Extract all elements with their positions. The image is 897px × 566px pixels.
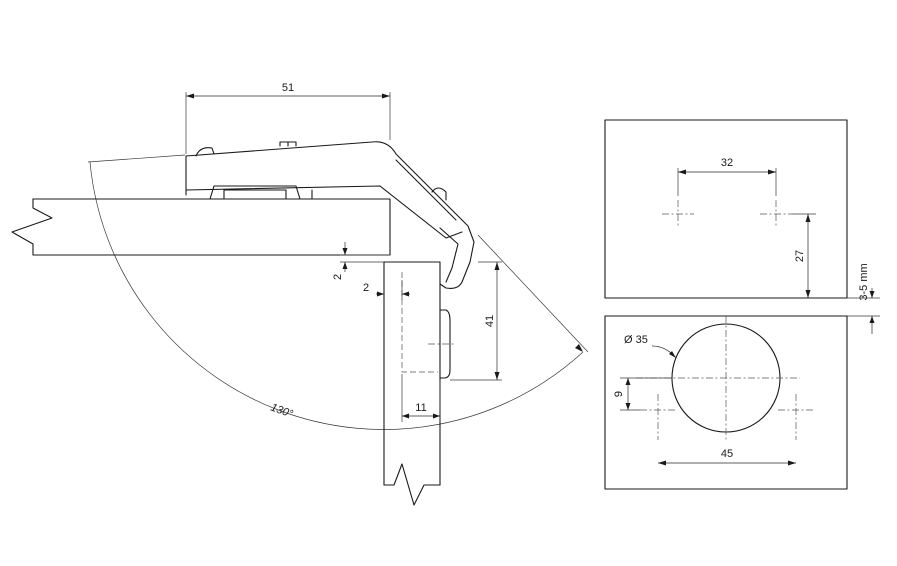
panel-break-line	[11, 198, 53, 256]
opening-arc-130	[89, 161, 584, 430]
overlay-dimension: 3-5 mm	[847, 263, 880, 334]
dim-51-label: 51	[282, 82, 294, 94]
cup-diameter-label: Ø 35	[624, 334, 648, 346]
door-boring-view: Ø 35 9 45	[604, 315, 848, 490]
dim-9-label: 9	[613, 391, 625, 397]
plate-panel	[604, 119, 848, 299]
horizontal-panel	[32, 198, 391, 256]
vertical-door-panel	[383, 261, 441, 486]
dim-45-label: 45	[721, 448, 733, 460]
hinge-arm	[185, 141, 475, 289]
dim-11-label: 11	[415, 402, 426, 414]
dim-27-label: 27	[794, 250, 806, 262]
dim-2-vertical-label: 2	[332, 274, 344, 280]
door-break-line	[383, 463, 441, 506]
plate-hole-view: 32 27	[604, 119, 848, 299]
dim-2-horizontal-label: 2	[363, 282, 369, 294]
dim-32-label: 32	[721, 157, 733, 169]
hinge-cup-hidden	[401, 272, 438, 373]
overlay-range-label: 3-5 mm	[858, 263, 870, 300]
mounting-plate	[209, 185, 301, 200]
hinge-side-view: 130° 51	[11, 82, 589, 506]
angle-label: 130°	[269, 402, 295, 421]
dim-41-label: 41	[484, 315, 496, 327]
